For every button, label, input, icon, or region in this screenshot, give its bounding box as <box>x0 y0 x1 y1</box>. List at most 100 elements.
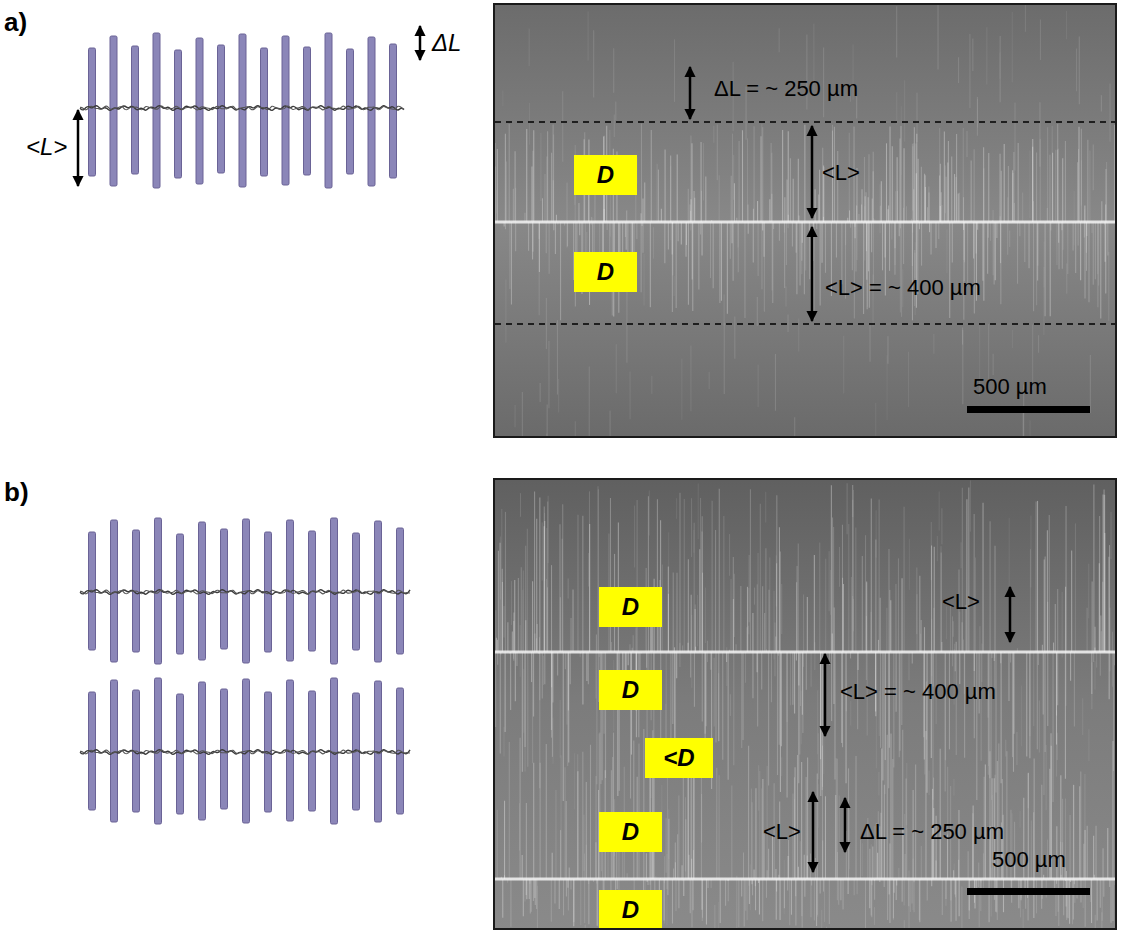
sem-fiber-streak <box>548 341 549 408</box>
sem-fiber-streak <box>946 229 947 273</box>
sem-fiber-streak <box>1116 652 1117 796</box>
sem-fiber-streak <box>1014 103 1015 171</box>
sem-fiber-streak <box>759 879 760 915</box>
sem-fiber-streak <box>963 222 964 320</box>
sem-fiber-streak <box>1017 222 1018 284</box>
sem-fiber-streak <box>515 151 516 222</box>
sem-fiber-streak <box>881 748 882 879</box>
sem-fiber-streak <box>997 879 998 920</box>
sem-fiber-streak <box>724 294 725 325</box>
sem-fiber-streak <box>551 153 552 222</box>
sem-fiber-streak <box>919 879 920 922</box>
sem-fiber-streak <box>972 38 973 70</box>
sem-fiber-streak <box>642 198 643 222</box>
sem-fiber-streak <box>825 796 826 879</box>
sem-fiber-streak <box>525 652 526 771</box>
sem-fiber-streak <box>690 879 691 913</box>
sem-fiber-streak <box>1036 502 1037 652</box>
sem-fiber-streak <box>779 527 780 652</box>
sem-fiber-streak <box>838 879 839 905</box>
sem-fiber-streak <box>804 125 805 222</box>
sem-fiber-streak <box>1107 222 1108 255</box>
sem-fiber-streak <box>502 582 503 652</box>
sem-fiber-streak <box>1088 222 1089 302</box>
sem-fiber-streak <box>563 879 564 915</box>
sem-fiber-streak <box>1000 222 1001 304</box>
sem-fiber-streak <box>1090 355 1091 413</box>
sem-fiber-streak <box>641 222 642 292</box>
sem-fiber-streak <box>948 141 949 222</box>
sem-fiber-streak <box>752 652 753 698</box>
sem-fiber-streak <box>918 159 919 222</box>
sem-fiber-streak <box>1070 652 1071 681</box>
substrate-fiber <box>80 750 410 754</box>
sem-fiber-streak <box>747 138 748 222</box>
sem-fiber-streak <box>779 28 780 52</box>
sem-fiber-streak <box>765 492 766 523</box>
sem-fiber-streak <box>1105 222 1106 293</box>
sem-fiber-streak <box>956 642 957 652</box>
sem-fiber-streak <box>824 879 825 922</box>
sem-fiber-streak <box>702 516 703 652</box>
sem-fiber-streak <box>829 551 830 611</box>
substrate-fiber <box>80 750 410 755</box>
sem-fiber-streak <box>991 652 992 800</box>
sem-fiber-streak <box>1085 879 1086 927</box>
sem-fiber-streak <box>733 557 734 652</box>
sem-fiber-streak <box>929 771 930 795</box>
sem-fiber-streak <box>904 879 905 906</box>
sem-fiber-streak <box>1029 151 1030 219</box>
substrate-line <box>495 878 1117 881</box>
sem-fiber-streak <box>701 762 702 879</box>
sem-fiber-streak <box>962 327 963 344</box>
sem-fiber-streak <box>885 222 886 258</box>
dimension-label: ΔL <box>432 30 461 56</box>
sem-fiber-streak <box>1040 19 1041 60</box>
sem-fiber-streak <box>717 124 718 180</box>
sem-fiber-streak <box>567 222 568 246</box>
sem-fiber-streak <box>1009 518 1010 589</box>
sem-fiber-streak <box>1037 501 1038 652</box>
sem-fiber-streak <box>924 174 925 222</box>
sem-fiber-streak <box>692 222 693 311</box>
sem-fiber-streak <box>595 776 596 879</box>
sem-fiber-streak <box>1057 124 1058 222</box>
nanotube-rod <box>325 33 332 188</box>
sem-fiber-streak <box>678 222 679 241</box>
sem-fiber-streak <box>552 853 553 879</box>
sem-fiber-streak <box>646 652 647 668</box>
sem-fiber-streak <box>889 843 890 879</box>
sem-fiber-streak <box>995 652 996 792</box>
sem-fiber-streak <box>895 191 896 222</box>
sem-fiber-streak <box>570 618 571 652</box>
sem-fiber-streak <box>1050 222 1051 316</box>
sem-fiber-streak <box>578 203 579 222</box>
sem-fiber-streak <box>1091 879 1092 923</box>
sem-fiber-streak <box>590 745 591 879</box>
sem-fiber-streak <box>1065 141 1066 222</box>
sem-fiber-streak <box>993 210 994 275</box>
sem-fiber-streak <box>996 222 997 238</box>
sem-fiber-streak <box>874 907 875 925</box>
scale-bar <box>967 888 1090 895</box>
sem-fiber-streak <box>661 209 662 222</box>
sem-fiber-streak <box>1066 879 1067 918</box>
sem-fiber-streak <box>897 157 898 222</box>
sem-fiber-streak <box>927 879 928 901</box>
dashed-guide <box>495 121 1117 123</box>
sem-fiber-streak <box>577 771 578 879</box>
sem-fiber-streak <box>958 57 959 83</box>
sem-fiber-streak <box>676 652 677 678</box>
sem-fiber-streak <box>1062 592 1063 657</box>
sem-fiber-streak <box>573 879 574 926</box>
sem-fiber-streak <box>871 844 872 881</box>
sem-fiber-streak <box>523 669 524 733</box>
sem-fiber-streak <box>642 222 643 253</box>
sem-fiber-streak <box>504 801 505 879</box>
sem-fiber-streak <box>794 652 795 714</box>
sem-fiber-streak <box>776 495 777 652</box>
sem-fiber-streak <box>651 130 652 222</box>
sem-fiber-streak <box>892 146 893 222</box>
sem-fiber-streak <box>1110 879 1111 923</box>
sem-fiber-streak <box>1109 83 1110 141</box>
